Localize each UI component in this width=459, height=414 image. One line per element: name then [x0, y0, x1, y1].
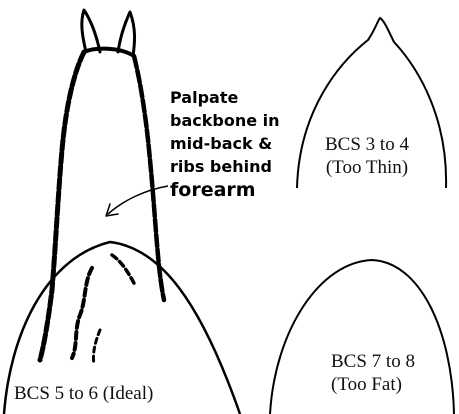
fat-label-line-2: (Too Fat) — [331, 373, 415, 396]
body-right-edge — [134, 56, 164, 300]
callout-line-3: mid-back & — [170, 132, 280, 155]
palpation-callout: Palpate backbone in mid-back & ribs behi… — [168, 86, 282, 202]
fat-label-line-1: BCS 7 to 8 — [331, 350, 415, 373]
head-top — [84, 49, 134, 56]
body-left-edge — [40, 52, 84, 360]
fat-label: BCS 7 to 8 (Too Fat) — [331, 350, 415, 396]
callout-line-1: Palpate — [170, 86, 280, 109]
rib-marks — [112, 255, 135, 285]
horse-back-sketch — [40, 10, 168, 365]
thin-label-line-1: BCS 3 to 4 — [325, 133, 409, 156]
thin-label-line-2: (Too Thin) — [325, 156, 409, 179]
ideal-label: BCS 5 to 6 (Ideal) — [12, 382, 155, 405]
callout-line-5: forearm — [170, 178, 280, 202]
callout-line-2: backbone in — [170, 109, 280, 132]
spine-bumps — [72, 268, 92, 358]
callout-arrow-shaft — [108, 186, 168, 214]
thin-label: BCS 3 to 4 (Too Thin) — [325, 133, 409, 179]
left-ear — [82, 10, 100, 52]
rib-marks-lower — [93, 330, 100, 365]
callout-line-4: ribs behind — [170, 155, 280, 178]
